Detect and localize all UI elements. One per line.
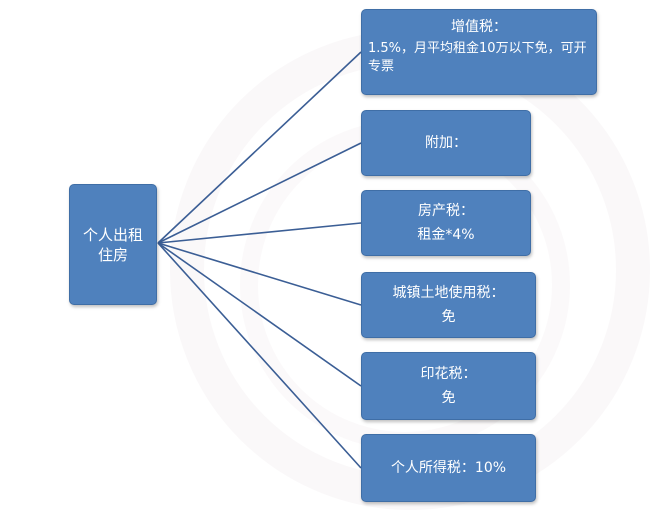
branch-node-land-use-tax-detail: 免 xyxy=(441,309,456,325)
branch-node-surcharge-title: 附加： xyxy=(425,135,467,151)
branch-node-property-tax-title: 房产税： xyxy=(418,203,474,219)
branch-node-vat-detail: 1.5%，月平均租金10万以下免，可开专票 xyxy=(368,41,587,74)
connector-line-stamp-duty xyxy=(157,242,362,387)
branch-node-land-use-tax-title: 城镇土地使用税： xyxy=(392,285,505,301)
branch-node-income-tax-title: 个人所得税：10% xyxy=(390,460,507,476)
root-node-label: 个人出租住房 xyxy=(82,225,143,264)
branch-node-property-tax: 房产税： 租金*4% xyxy=(361,190,531,256)
branch-node-vat: 增值税： 1.5%，月平均租金10万以下免，可开专票 xyxy=(361,9,597,95)
branch-node-stamp-duty-title: 印花税： xyxy=(420,366,477,382)
root-node: 个人出租住房 xyxy=(69,184,157,305)
branch-node-stamp-duty-detail: 免 xyxy=(441,390,456,406)
connector-line-land-use-tax xyxy=(157,242,362,306)
branch-node-property-tax-detail: 租金*4% xyxy=(417,227,475,243)
branch-node-vat-title: 增值税： xyxy=(451,19,507,35)
branch-node-surcharge: 附加： xyxy=(361,110,531,176)
connector-line-income-tax xyxy=(157,242,362,469)
branch-node-income-tax: 个人所得税：10% xyxy=(361,434,536,502)
connector-line-vat xyxy=(157,51,362,244)
branch-node-stamp-duty: 印花税： 免 xyxy=(361,352,536,420)
connector-line-property-tax xyxy=(157,222,362,244)
connector-line-surcharge xyxy=(157,142,362,244)
branch-node-land-use-tax: 城镇土地使用税： 免 xyxy=(361,272,536,338)
